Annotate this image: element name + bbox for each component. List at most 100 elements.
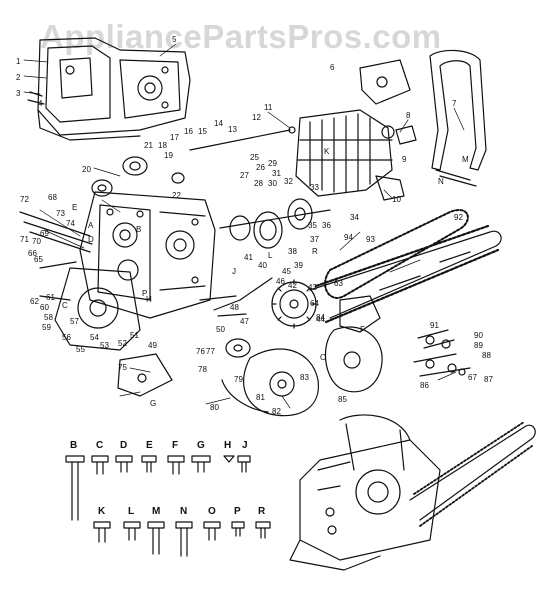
- flywheel-sprocket: [213, 277, 317, 329]
- callout: 92: [454, 213, 463, 222]
- fastener-letter: P: [234, 506, 241, 517]
- callout: 88: [482, 351, 491, 360]
- callout: 28: [254, 179, 263, 188]
- assembly-letter: N: [438, 177, 444, 186]
- callout: 87: [484, 375, 493, 384]
- fastener-letter: R: [258, 506, 266, 517]
- assembly-letter: J: [232, 267, 236, 276]
- piston-bearings: [91, 126, 331, 249]
- callout: 19: [164, 151, 173, 160]
- callout: 8: [406, 111, 411, 120]
- assembly-letter: G: [150, 399, 157, 408]
- callout: 33: [310, 183, 319, 192]
- watermark: AppliancePartsPros.com: [40, 18, 442, 55]
- fastener-letter: E: [146, 440, 153, 451]
- assembly-letter: K: [324, 147, 330, 156]
- callout: 60: [40, 303, 49, 312]
- crankcase-block: [79, 191, 216, 319]
- callout: 21: [144, 141, 153, 150]
- callout: 2: [16, 73, 21, 82]
- callout: 58: [44, 313, 53, 322]
- fastener-letter: L: [128, 506, 135, 517]
- callout: 16: [184, 127, 193, 136]
- callout: 35: [308, 221, 317, 230]
- callout: 44: [316, 315, 325, 324]
- callout: 94: [344, 233, 353, 242]
- callout: 83: [300, 373, 309, 382]
- callout: 34: [350, 213, 359, 222]
- assembly-letter: L: [268, 251, 273, 260]
- callout: 80: [210, 403, 219, 412]
- callout: 69: [40, 229, 49, 238]
- callout: 10: [392, 195, 401, 204]
- assembly-letter: D: [88, 235, 94, 244]
- callout: 66: [28, 249, 37, 258]
- callout: 56: [62, 333, 71, 342]
- callout: 82: [272, 407, 281, 416]
- callout: 65: [34, 255, 43, 264]
- callout: 31: [272, 169, 281, 178]
- fastener-letter: F: [172, 440, 179, 451]
- callout: 25: [250, 153, 259, 162]
- callout: 5: [172, 35, 177, 44]
- saw-chain: [324, 209, 469, 299]
- callout: 51: [130, 331, 139, 340]
- leader-lines: [23, 43, 465, 409]
- callout: 52: [118, 339, 127, 348]
- callout: 13: [228, 125, 237, 134]
- callout: 45: [282, 267, 291, 276]
- callout: 76: [196, 347, 205, 356]
- callout: 38: [288, 247, 297, 256]
- callout: 43: [308, 283, 317, 292]
- callout: 64: [310, 299, 319, 308]
- assembly-letter: R: [312, 247, 318, 256]
- callout: 55: [76, 345, 85, 354]
- callout: 47: [240, 317, 249, 326]
- fastener-letter: D: [120, 440, 128, 451]
- fuel-tank-housing: [27, 37, 191, 141]
- callout: 17: [170, 133, 179, 142]
- assembly-letter: E: [72, 203, 78, 212]
- callout: 11: [264, 103, 273, 112]
- callout: 3: [16, 89, 21, 98]
- callout: 27: [240, 171, 249, 180]
- callout: 84: [316, 313, 325, 322]
- fastener-letter: N: [180, 506, 188, 517]
- fastener-letter: K: [98, 506, 106, 517]
- callout: 14: [214, 119, 223, 128]
- fastener-letter: B: [70, 440, 78, 451]
- callout: 79: [234, 375, 243, 384]
- callout: 6: [330, 63, 335, 72]
- callout: 20: [82, 165, 91, 174]
- callout: 9: [402, 155, 407, 164]
- callout: 37: [310, 235, 319, 244]
- callout: 90: [474, 331, 483, 340]
- callout: 63: [334, 279, 343, 288]
- callout: 71: [20, 235, 29, 244]
- callout: 78: [198, 365, 207, 374]
- callout: 41: [244, 253, 253, 262]
- callout: 46: [276, 277, 285, 286]
- callout: 62: [30, 297, 39, 306]
- callout: 61: [46, 293, 55, 302]
- callout: 29: [268, 159, 277, 168]
- handle-bar: [359, 49, 487, 187]
- callout: 75: [118, 363, 127, 372]
- callout: 12: [252, 113, 261, 122]
- callout: 57: [70, 317, 79, 326]
- callout: 74: [66, 219, 75, 228]
- callout: 39: [294, 261, 303, 270]
- fastener-letter: C: [96, 440, 104, 451]
- assembly-letter: M: [462, 155, 469, 164]
- fastener-row-1: [65, 455, 251, 521]
- fastener-letter: G: [197, 440, 205, 451]
- fastener-letter: O: [208, 506, 216, 517]
- callout: 72: [20, 195, 29, 204]
- callout: 4: [38, 99, 43, 108]
- starter-cover: [19, 211, 141, 351]
- callout: 54: [90, 333, 99, 342]
- assembled-chainsaw: [289, 414, 536, 571]
- assembly-letter: F: [360, 325, 365, 334]
